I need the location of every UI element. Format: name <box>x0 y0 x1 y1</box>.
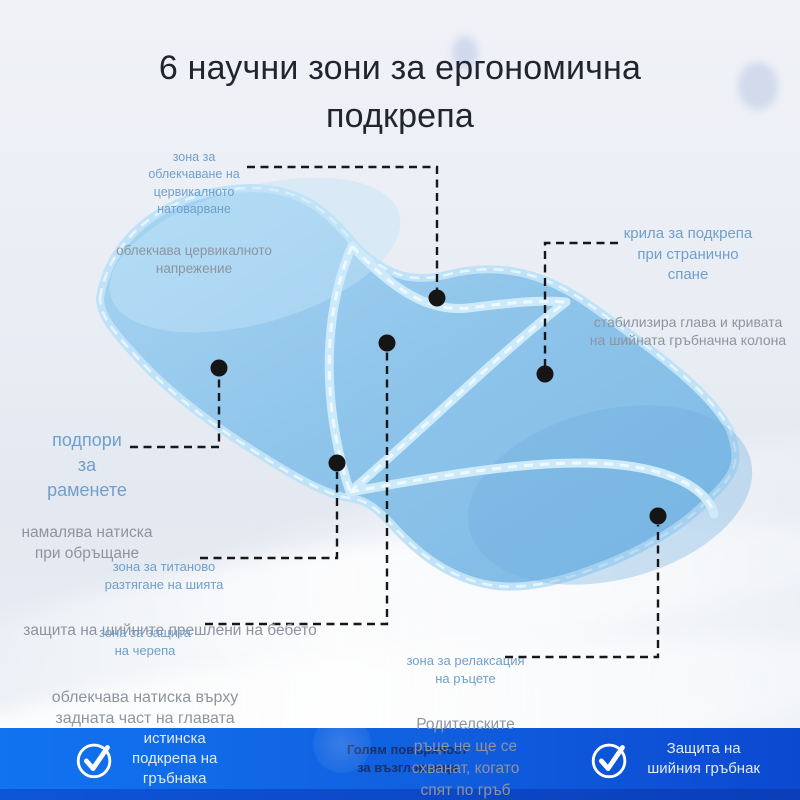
check-circle-icon <box>592 743 627 779</box>
callout-lines <box>130 165 660 659</box>
callout-shoulder-supports: подпори за раменете намалява натиска при… <box>12 410 162 582</box>
callout-arm-relaxation: зона за релаксация на ръцете Родителскит… <box>373 634 558 800</box>
benefit-large-surface: Голям повърхност за възглавница <box>313 714 468 777</box>
ghost-circle-icon <box>313 714 372 773</box>
background-smudge <box>738 62 778 110</box>
callout-skull-protection: зона за защита на черепа облекчава натис… <box>35 606 255 747</box>
callout-description: облекчава цервикалното напрежение <box>116 243 272 276</box>
benefit-neck-protection: Защита на шийния гръбнак <box>587 736 760 782</box>
callout-description: стабилизира глава и кривата на шийната г… <box>589 314 787 349</box>
callout-title: зона за защита на черепа <box>98 625 192 658</box>
callout-cervical-relief: зона за облекчаване на цервикалното нато… <box>108 131 280 295</box>
benefit-label: Защита на шийния гръбнак <box>647 739 760 777</box>
background-smudge <box>452 36 478 70</box>
callout-title: крила за подкрепа при странично спане <box>623 225 753 284</box>
benefit-label: Голям повърхност за възглавница <box>347 741 468 775</box>
callout-title: подпори за раменете <box>47 430 127 500</box>
callout-description: Родителските ръце не ще се схванат, кога… <box>411 715 520 799</box>
callout-title: зона за облекчаване на цервикалното нато… <box>148 150 240 216</box>
benefit-label: истинска подкрепа на гръбнака <box>132 729 218 788</box>
page-title: 6 научни зони за ергономична подкрепа <box>158 49 642 136</box>
callout-description: облекчава натиска върху задната част на … <box>51 688 239 727</box>
callout-dots <box>210 289 667 525</box>
benefits-bar: истинска подкрепа на гръбнака Голям повъ… <box>0 714 800 790</box>
pillow-illustration <box>96 177 753 591</box>
callout-title: зона за релаксация на ръцете <box>406 653 525 686</box>
benefit-spine-support: истинска подкрепа на гръбнака <box>72 729 217 789</box>
check-circle-icon <box>76 743 112 779</box>
callout-side-sleep-wings: крила за подкрепа при странично спане ст… <box>580 206 796 367</box>
callout-description: намалява натиска при обръщане <box>21 524 153 562</box>
footer-strip <box>0 789 800 800</box>
callout-title: зона за титаново разтягане на шията <box>104 559 224 592</box>
callout-neck-stretch: зона за титаново разтягане на шията защи… <box>0 540 340 659</box>
callout-description: защита на шийните прешлени на бебето <box>23 621 317 639</box>
